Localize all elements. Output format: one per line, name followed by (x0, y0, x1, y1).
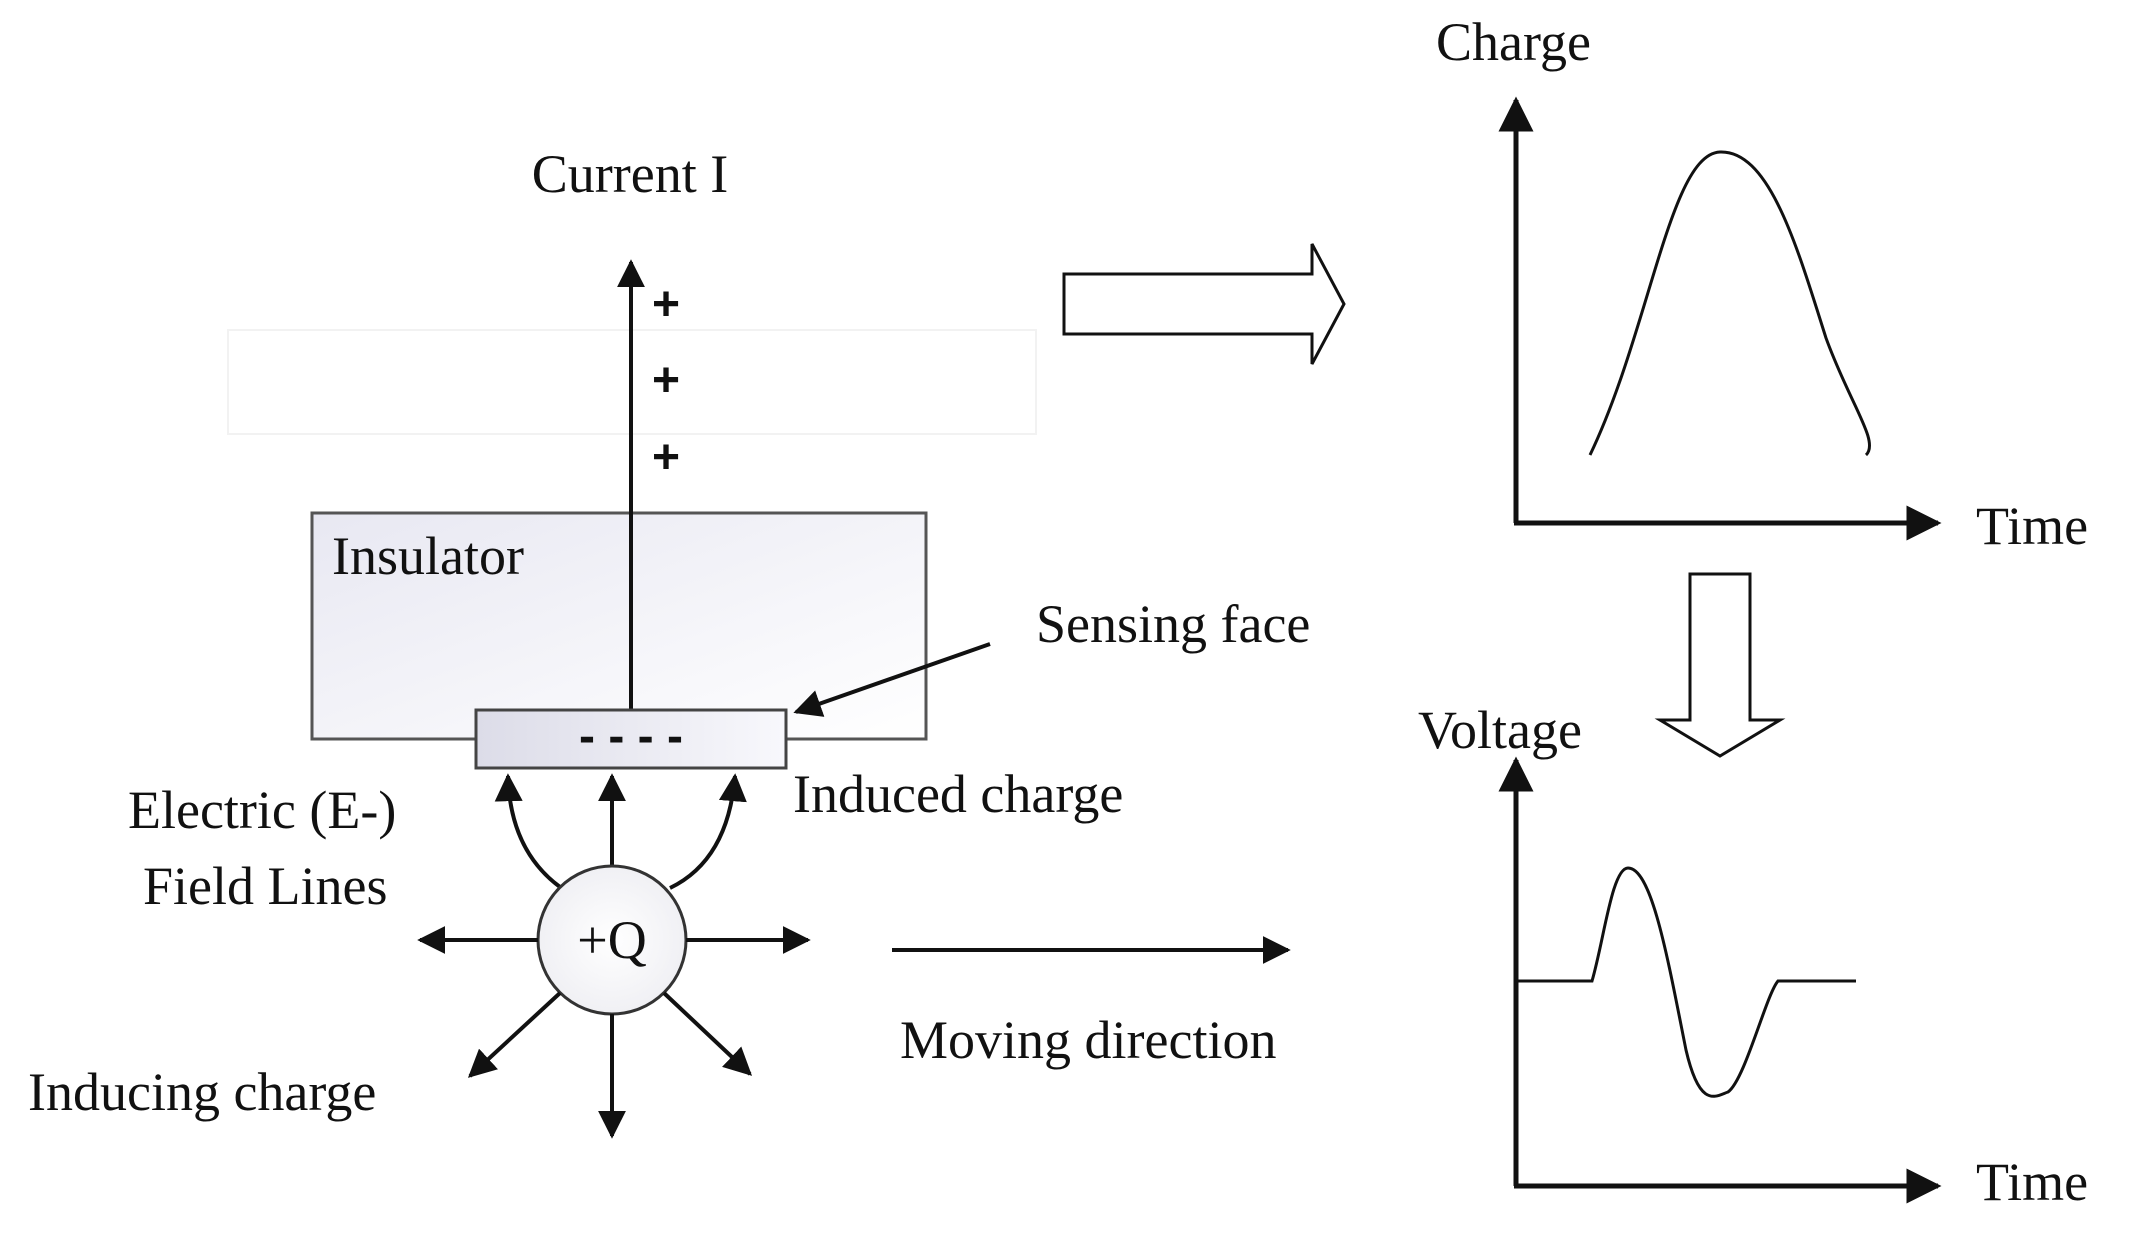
voltage-plot: Voltage Time (1418, 700, 2088, 1212)
current-label: Current I (532, 144, 728, 204)
field-arrow-down-left (467, 991, 562, 1078)
induced-charge-label: Induced charge (793, 764, 1123, 824)
field-line-left (494, 773, 562, 889)
plus-sign-1: + (652, 278, 680, 331)
charge-xlabel: Time (1976, 496, 2088, 556)
voltage-pulse-curve (1516, 866, 1856, 1098)
field-arrow-down-right (662, 991, 753, 1076)
process-arrow-down (1654, 572, 1786, 758)
sensing-electrode (474, 708, 788, 770)
voltage-ylabel: Voltage (1418, 700, 1582, 760)
field-line-right (669, 773, 747, 890)
plus-sign-2: + (652, 354, 680, 407)
process-arrow-right (1062, 243, 1346, 365)
plus-sign-3: + (652, 431, 680, 484)
moving-direction-label: Moving direction (900, 1010, 1276, 1070)
charge-ylabel: Charge (1436, 12, 1591, 72)
induced-dashes: - - - - (579, 710, 683, 763)
point-charge-label: +Q (577, 910, 646, 970)
inducing-charge-label: Inducing charge (28, 1062, 376, 1122)
sensing-face-label: Sensing face (1036, 594, 1310, 654)
insulator-label: Insulator (332, 526, 524, 586)
field-lines-label-line2: Field Lines (143, 856, 387, 916)
field-lines-label-line1: Electric (E-) (128, 780, 396, 840)
charge-plot: Charge Time (1436, 12, 2088, 556)
voltage-xlabel: Time (1976, 1152, 2088, 1212)
sensing-face-pointer (793, 642, 991, 717)
charge-pulse-curve (1588, 150, 1872, 457)
